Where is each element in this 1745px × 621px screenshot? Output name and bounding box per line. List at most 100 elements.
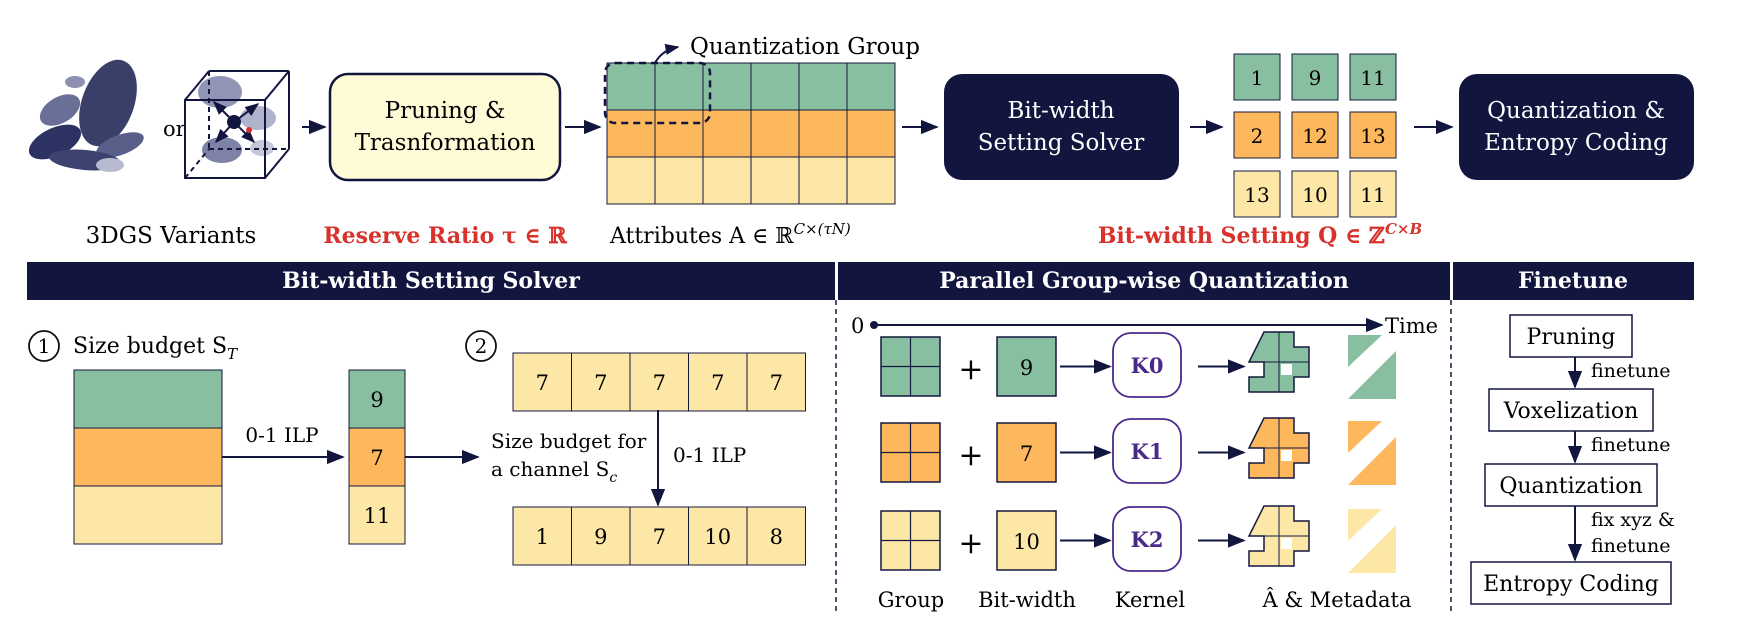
bitwidth-cell-value: 13: [1360, 124, 1385, 148]
attribute-cell: [702, 156, 752, 205]
bitwidth-cell: [1233, 111, 1281, 159]
attribute-cell: [606, 109, 656, 158]
bitwidth-cell-value: 10: [1302, 183, 1327, 207]
ilp-label-2: 0-1 ILP: [673, 443, 746, 467]
attribute-cell: [606, 62, 656, 111]
metadata-icon: [1348, 351, 1396, 399]
bitwidth-row-cell: [571, 352, 631, 412]
reserve-ratio-label: Reserve Ratio τ ∈ ℝ: [323, 223, 567, 249]
bitwidth-cell: [1291, 111, 1339, 159]
banner-solver: [27, 262, 835, 300]
plus-sign: +: [958, 526, 983, 561]
finetune-step-box: [1484, 463, 1658, 507]
attributes-grid: [606, 62, 896, 205]
quantization-entropy-box: [1459, 74, 1694, 180]
attribute-cell: [654, 62, 704, 111]
bitwidth-block-value: 9: [1020, 356, 1033, 380]
or-label: or: [163, 117, 187, 141]
finetune-edge-label: finetune: [1591, 360, 1671, 382]
plus-sign: +: [958, 438, 983, 473]
budget-block-cream: [73, 485, 223, 545]
plus-sign: +: [958, 352, 983, 387]
bitwidth-row-cell-value: 7: [653, 371, 666, 395]
bitwidth-cell-value: 9: [1309, 66, 1322, 90]
attribute-cell: [846, 156, 896, 205]
bitwidth-row-cell: [688, 506, 748, 566]
bitwidth-block: [996, 422, 1057, 483]
step1-label: Size budget ST: [73, 334, 238, 363]
step1-number: 1: [38, 334, 51, 358]
pruning-box-line1: Pruning &: [385, 98, 506, 124]
arrow: [654, 43, 680, 64]
finetune-step-box: [1509, 314, 1633, 358]
budget-block-green: [73, 369, 223, 429]
bitwidth-setting-label: Bit-width Setting Q ∈ ℤC×B: [1098, 220, 1422, 249]
bitwidth-cell-value: 11: [1360, 183, 1385, 207]
attribute-cell: [750, 109, 800, 158]
bitwidth-cell-value: 11: [1360, 66, 1385, 90]
step2-number: 2: [475, 334, 488, 358]
kernel-box: [1112, 418, 1182, 484]
bitwidth-cell: [1233, 53, 1281, 101]
finetune-edge-label: finetune: [1591, 535, 1671, 557]
banner-parallel-title: Parallel Group-wise Quantization: [939, 268, 1349, 294]
col-label-kernel: Kernel: [1115, 588, 1186, 612]
quantization-group-label: Quantization Group: [690, 34, 920, 60]
finetune-step-label: Pruning: [1527, 325, 1616, 350]
finetune-edge-label: fix xyz &: [1591, 509, 1675, 531]
time-label: Time: [1385, 314, 1438, 338]
column-cell: [348, 485, 406, 545]
column-cell: [348, 369, 406, 429]
metadata-icon: [1348, 525, 1396, 573]
metadata-icon: [1348, 437, 1396, 485]
bitwidth-cell: [1233, 170, 1281, 218]
finetune-edge-label: finetune: [1591, 434, 1671, 456]
finetune-step-label: Quantization: [1499, 474, 1642, 499]
time-zero-label: 0: [851, 314, 864, 338]
metadata-icon: [1348, 509, 1382, 541]
kernel-label: K0: [1131, 353, 1164, 378]
attribute-cell: [750, 62, 800, 111]
channel-budget-line2: a channel Sc: [491, 457, 617, 486]
bitwidth-row-cell-value: 1: [536, 525, 549, 549]
finetune-step-box: [1488, 388, 1654, 432]
bitwidth-row-cell: [746, 506, 806, 566]
bitwidth-row-cell-value: 7: [770, 371, 783, 395]
channel-budget-line1: Size budget for: [491, 429, 647, 453]
bitwidth-block-value: 10: [1013, 530, 1040, 554]
bitwidth-row-cell: [512, 506, 572, 566]
attribute-cell: [798, 62, 848, 111]
puzzle-hole: [1281, 364, 1292, 375]
col-label-group: Group: [878, 588, 944, 612]
metadata-icon: [1348, 421, 1382, 453]
bitwidth-block: [996, 336, 1057, 397]
bitwidth-cell: [1291, 53, 1339, 101]
bitwidth-row-cell-value: 7: [536, 371, 549, 395]
col-label-output: Â & Metadata: [1261, 588, 1411, 612]
pruning-box-line2: Trasnformation: [355, 130, 536, 156]
bitwidth-row-cell: [688, 352, 748, 412]
solver-box-line2: Setting Solver: [978, 130, 1145, 156]
attribute-cell: [654, 109, 704, 158]
bitwidth-row-cell-value: 9: [594, 525, 607, 549]
metadata-icon: [1348, 335, 1382, 367]
bitwidth-cell-value: 12: [1302, 124, 1327, 148]
budget-block-orange: [73, 427, 223, 487]
attribute-cell: [702, 109, 752, 158]
attribute-cell: [846, 109, 896, 158]
banner-parallel: [838, 262, 1450, 300]
finetune-step-box: [1470, 561, 1672, 605]
bitwidth-cell-value: 1: [1251, 66, 1264, 90]
ilp-label: 0-1 ILP: [245, 423, 318, 447]
attribute-cell: [606, 156, 656, 205]
solver-box: [944, 74, 1179, 180]
bitwidth-row-cell-value: 10: [704, 525, 731, 549]
gaussian-blobs-icon: [28, 59, 144, 172]
column-cell-value: 11: [364, 504, 391, 528]
